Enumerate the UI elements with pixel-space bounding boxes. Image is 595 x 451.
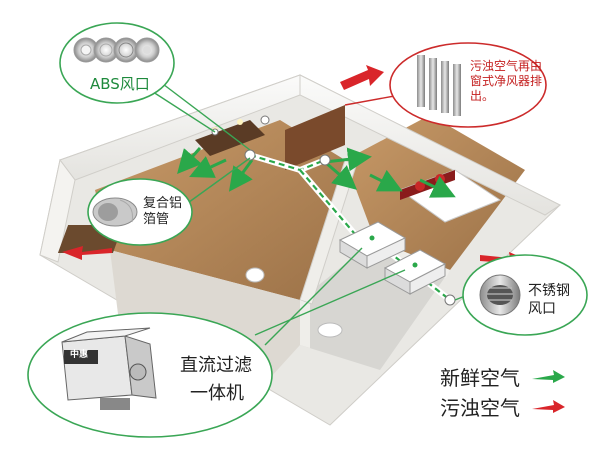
exhaust-note-label: 污浊空气再由窗式净风器排出。 <box>470 59 543 103</box>
callout-connectors <box>149 77 481 346</box>
unit-brand-label: 中惠 <box>70 350 89 360</box>
filter-unit-image <box>61 327 157 410</box>
vent-nodes <box>211 115 456 306</box>
fresh-air-arrows <box>177 147 456 198</box>
ventilation-unit-boxes <box>338 221 447 295</box>
legend-dirty-air-label: 污浊空气 <box>440 396 520 420</box>
exhaust-pipe-images <box>417 55 461 116</box>
aluminum-duct-image <box>92 197 138 227</box>
unit-label-line1: 直流过滤 <box>180 355 252 376</box>
stainless-vent-image <box>479 274 521 316</box>
legend-fresh-air-label: 新鲜空气 <box>440 366 520 390</box>
aluminum-duct-callout <box>87 178 193 246</box>
abs-vent-label: ABS风口 <box>90 75 150 93</box>
legend-fresh-arrow <box>532 369 565 383</box>
legend-fresh-air: 新鲜空气 <box>440 362 566 391</box>
legend-dirty-air: 污浊空气 <box>440 392 566 421</box>
legend-dirty-arrow <box>532 399 565 413</box>
aluminum-duct-label: 复合铝箔管 <box>143 196 183 228</box>
abs-vent-images <box>73 37 160 63</box>
unit-label-line2: 一体机 <box>190 383 244 404</box>
stainless-vent-callout <box>462 254 588 336</box>
stainless-vent-label: 不锈钢风口 <box>528 283 570 317</box>
